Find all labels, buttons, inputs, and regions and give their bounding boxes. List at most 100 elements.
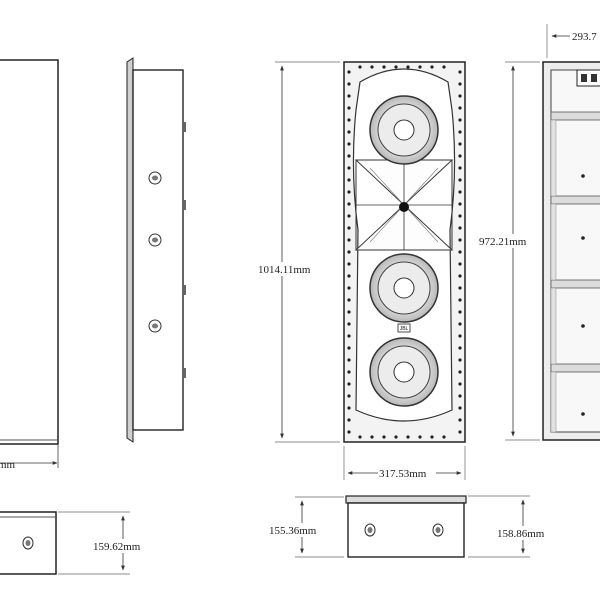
- screw-hole: [347, 286, 351, 290]
- screw-hole: [382, 435, 386, 439]
- screw-hole: [458, 130, 462, 134]
- screw-hole: [370, 435, 374, 439]
- screw-hole: [347, 178, 351, 182]
- screw-hole: [458, 334, 462, 338]
- screw-hole: [394, 435, 398, 439]
- screw-hole: [458, 106, 462, 110]
- badge-text: JBL: [400, 326, 409, 332]
- screw-hole: [406, 435, 410, 439]
- side-depth-label: 159.62mm: [93, 541, 141, 553]
- screw-hole: [458, 322, 462, 326]
- screw-hole: [458, 310, 462, 314]
- screw-hole: [347, 226, 351, 230]
- screw-hole: [418, 435, 422, 439]
- screw-hole: [347, 322, 351, 326]
- terminal-block: [576, 69, 600, 87]
- screw-hole: [347, 130, 351, 134]
- top-depth-right-label: 158.86mm: [497, 528, 545, 540]
- screw-hole: [458, 250, 462, 254]
- screw-hole: [347, 166, 351, 170]
- screw-hole: [347, 358, 351, 362]
- screw-hole: [347, 82, 351, 86]
- top-depth-left-label: 155.36mm: [269, 525, 317, 537]
- screw-hole: [418, 65, 422, 69]
- screw-hole: [458, 202, 462, 206]
- screw-hole: [347, 250, 351, 254]
- screw-hole: [358, 435, 362, 439]
- jbl-badge: JBL: [397, 323, 411, 333]
- screw-hole: [347, 298, 351, 302]
- woofer-middle: [369, 253, 439, 323]
- screw-hole: [458, 142, 462, 146]
- screw-hole: [382, 65, 386, 69]
- screw-hole: [406, 65, 410, 69]
- woofer-bottom: [369, 337, 439, 407]
- front-baffle-view: 1014.11mm: [258, 61, 466, 480]
- screw-hole: [347, 334, 351, 338]
- screw-hole: [458, 298, 462, 302]
- screw-hole: [458, 118, 462, 122]
- screw-hole: [458, 154, 462, 158]
- screw-hole: [347, 118, 351, 122]
- screw-hole: [458, 94, 462, 98]
- screw-hole: [458, 394, 462, 398]
- screw-hole: [370, 65, 374, 69]
- side-profile-view: [126, 57, 186, 443]
- screw-hole: [458, 166, 462, 170]
- screw-hole: [458, 406, 462, 410]
- screw-hole: [347, 394, 351, 398]
- mounting-dog-ear: [364, 523, 376, 537]
- back-interior-view: 293.7 972.21mm: [478, 24, 600, 441]
- screw-hole: [442, 65, 446, 69]
- front-width-dimension-label: mm: [0, 459, 16, 471]
- screw-hole: [347, 70, 351, 74]
- screw-hole: [347, 346, 351, 350]
- screw-hole: [458, 70, 462, 74]
- screw-hole: [458, 286, 462, 290]
- screw-hole: [347, 106, 351, 110]
- back-width-label: 293.7: [572, 31, 597, 43]
- screw-hole: [442, 435, 446, 439]
- screw-hole: [458, 82, 462, 86]
- screw-hole: [347, 214, 351, 218]
- screw-hole: [458, 358, 462, 362]
- screw-hole: [347, 154, 351, 158]
- screw-hole: [458, 274, 462, 278]
- screw-hole: [458, 238, 462, 242]
- mounting-dog-ear: [148, 171, 162, 185]
- screw-hole: [347, 418, 351, 422]
- screw-hole: [347, 406, 351, 410]
- waveguide-horn: [354, 159, 454, 251]
- screw-hole: [458, 418, 462, 422]
- screw-hole: [347, 310, 351, 314]
- screw-hole: [347, 202, 351, 206]
- screw-hole: [458, 430, 462, 434]
- screw-hole: [430, 435, 434, 439]
- screw-hole: [347, 430, 351, 434]
- mounting-dog-ear: [22, 536, 34, 550]
- woofer-top: [369, 95, 439, 165]
- flange-screw-holes: [347, 65, 462, 439]
- grille-front-view: mm: [0, 59, 59, 471]
- front-width-label: 317.53mm: [379, 468, 427, 480]
- screw-hole: [347, 94, 351, 98]
- front-height-dimension-label: 1014.11mm: [258, 264, 311, 276]
- screw-hole: [458, 214, 462, 218]
- back-height-dimension-label: 972.21mm: [479, 236, 527, 248]
- mounting-dog-ear: [148, 319, 162, 333]
- screw-hole: [347, 370, 351, 374]
- mounting-dog-ear: [432, 523, 444, 537]
- screw-hole: [458, 262, 462, 266]
- screw-hole: [430, 65, 434, 69]
- screw-hole: [458, 382, 462, 386]
- screw-hole: [347, 262, 351, 266]
- screw-hole: [458, 346, 462, 350]
- screw-hole: [347, 142, 351, 146]
- screw-hole: [458, 190, 462, 194]
- screw-hole: [347, 382, 351, 386]
- bottom-side-depth-view: 159.62mm: [0, 511, 148, 575]
- screw-hole: [394, 65, 398, 69]
- screw-hole: [347, 238, 351, 242]
- mounting-dog-ear: [148, 233, 162, 247]
